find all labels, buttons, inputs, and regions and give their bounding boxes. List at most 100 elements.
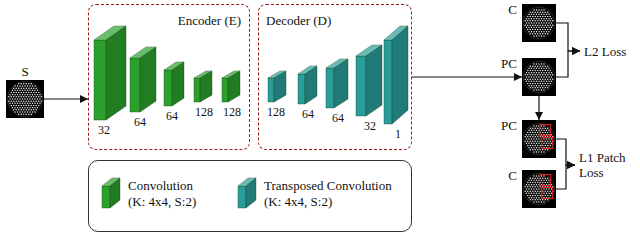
fiber-dot xyxy=(527,74,529,76)
fiber-dot xyxy=(541,201,543,202)
fiber-dot xyxy=(533,81,535,83)
fiber-dot xyxy=(536,193,538,195)
encoder-group: Encoder (E) xyxy=(88,4,250,150)
fiber-dot xyxy=(538,138,540,140)
channel-number: 32 xyxy=(364,120,376,133)
fiber-dot xyxy=(531,134,533,136)
fiber-dot xyxy=(533,22,535,24)
fiber-dot xyxy=(551,81,553,83)
fiber-dot xyxy=(34,94,36,96)
fiber-dot xyxy=(526,72,528,74)
fiber-dot xyxy=(34,90,36,92)
fiber-dot xyxy=(533,184,535,186)
fiber-dot xyxy=(531,197,533,199)
fiber-dot xyxy=(543,22,545,24)
fiber-dot xyxy=(530,24,532,26)
block-side-shade xyxy=(334,59,348,108)
fiber-dot xyxy=(527,16,529,18)
fiber-dot xyxy=(527,136,529,138)
fiber-dot xyxy=(9,94,11,96)
image-ring xyxy=(523,123,555,155)
fiber-dot xyxy=(550,16,552,18)
fiber-dot xyxy=(537,145,539,147)
block-front xyxy=(268,78,274,102)
fiber-dot xyxy=(536,9,538,11)
fiber-dot xyxy=(27,103,29,105)
fiber-dot xyxy=(536,188,538,190)
fiber-dot xyxy=(32,90,34,92)
fiber-dot xyxy=(16,105,18,107)
block-side xyxy=(392,26,408,124)
fiber-dot xyxy=(540,74,542,76)
fiber-dot xyxy=(533,180,535,182)
fiber-dot xyxy=(531,188,533,190)
block-side-shade xyxy=(366,45,382,116)
fiber-dot xyxy=(545,149,547,151)
fiber-dot xyxy=(12,90,14,92)
fiber-dot xyxy=(32,103,34,105)
fiber-dot xyxy=(16,92,18,94)
fiber-dot xyxy=(545,140,547,142)
fiber-dot xyxy=(545,33,547,35)
fiber-dot xyxy=(530,65,532,67)
fiber-dot xyxy=(550,70,552,72)
fiber-dot xyxy=(546,143,548,145)
fiber-dot xyxy=(548,85,550,87)
fiber-dot xyxy=(531,85,533,87)
fiber-dot xyxy=(36,109,38,111)
fiber-dot xyxy=(11,105,13,107)
fiber-dot xyxy=(8,100,10,102)
block-side xyxy=(172,62,184,106)
patch-square xyxy=(540,175,551,186)
fiber-dot xyxy=(28,83,30,85)
convolution-block xyxy=(94,26,126,120)
fiber-dot xyxy=(525,78,527,80)
fiber-dot xyxy=(542,87,544,89)
fiber-dot xyxy=(537,24,539,26)
fiber-dot xyxy=(541,68,543,70)
fiber-dot xyxy=(23,83,25,85)
fiber-dot xyxy=(543,201,545,202)
fiber-dot xyxy=(552,24,554,26)
fiber-dot xyxy=(22,98,24,100)
fiber-dot xyxy=(538,18,540,20)
fiber-dot xyxy=(23,100,25,102)
fiber-dot xyxy=(526,22,528,24)
fiber-dot xyxy=(37,90,39,92)
block-front xyxy=(222,78,228,102)
fiber-dot xyxy=(13,87,15,89)
fiber-dot xyxy=(536,125,538,127)
fiber-dot xyxy=(11,92,13,94)
fiber-dot xyxy=(19,111,21,113)
fiber-dot xyxy=(532,149,534,151)
image-label: S xyxy=(21,64,28,79)
fiber-dot xyxy=(22,103,24,105)
fiber-dot xyxy=(530,140,532,142)
fiber-dot xyxy=(536,81,538,83)
fiber-dot xyxy=(543,68,545,70)
fiber-dot xyxy=(541,18,543,20)
fiber-dot xyxy=(528,147,530,149)
fiber-dot xyxy=(24,90,26,92)
fiber-dot xyxy=(14,90,16,92)
group-title: Encoder (E) xyxy=(178,13,241,28)
fiber-dot xyxy=(542,70,544,72)
fiber-dot xyxy=(538,35,540,37)
fiber-dot xyxy=(543,18,545,20)
fiber-dot xyxy=(543,14,545,16)
block-side xyxy=(334,59,348,108)
fiber-dot xyxy=(536,143,538,145)
fiber-dot xyxy=(34,85,36,87)
fiber-dot xyxy=(533,76,535,78)
fiber-dot xyxy=(536,76,538,78)
fiber-dot xyxy=(37,107,39,109)
fiber-dot xyxy=(531,184,533,186)
fiber-dot xyxy=(541,76,543,78)
fiber-dot xyxy=(527,140,529,142)
fiber-dot xyxy=(545,190,547,192)
fiber-dot xyxy=(547,149,549,151)
connector-arrow xyxy=(556,51,580,77)
fiber-dot xyxy=(41,100,43,102)
fiber-dot xyxy=(541,151,543,152)
fiber-dot xyxy=(26,87,28,89)
